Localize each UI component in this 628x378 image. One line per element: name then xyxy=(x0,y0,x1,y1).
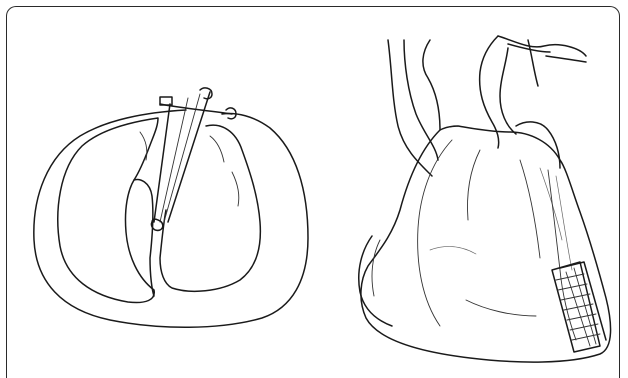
left-chamber xyxy=(58,118,158,303)
aorta-arch xyxy=(423,40,440,130)
vessel-left xyxy=(388,40,432,176)
external-view-drawing xyxy=(359,36,611,362)
outer-heart-wall xyxy=(34,110,308,327)
right-chamber xyxy=(160,125,260,291)
septum xyxy=(134,180,154,296)
cross-section-drawing xyxy=(34,88,308,327)
heart-body xyxy=(361,126,611,362)
graft-patch xyxy=(552,262,606,352)
vessel-left-2 xyxy=(404,40,438,160)
conduit-outer-left xyxy=(154,104,170,222)
